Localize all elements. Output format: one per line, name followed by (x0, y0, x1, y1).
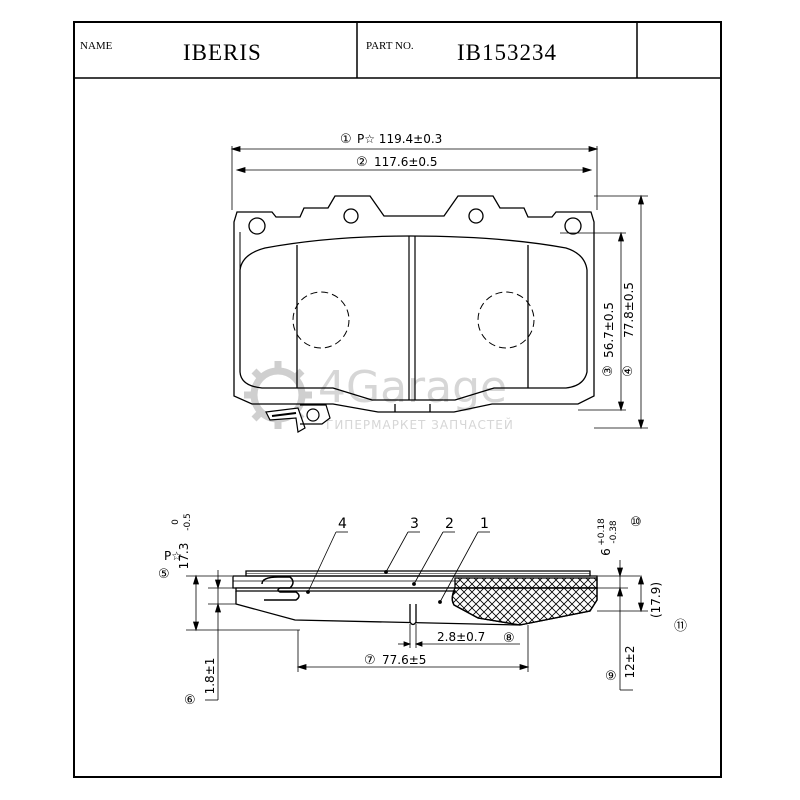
part-value: IB153234 (457, 40, 557, 65)
watermark: 4Garage ГИПЕРМАРКЕТ ЗАПЧАСТЕЙ (244, 361, 514, 432)
callout-2: 2 (445, 516, 454, 532)
ear-hole-right (564, 217, 582, 235)
name-label: NAME (80, 40, 113, 52)
lug-hole-left (343, 208, 359, 224)
dim-2-marker: ② (356, 155, 368, 170)
callout-1: 1 (480, 516, 489, 532)
friction-material-outline (239, 235, 588, 401)
section-dimension-lines (186, 560, 648, 701)
backing-plate-outline (233, 195, 595, 413)
dim-9-marker: ⑨ (605, 669, 617, 684)
dim-6-marker: ⑥ (184, 693, 196, 708)
section-clip (261, 576, 300, 601)
watermark-brand: 4Garage (318, 362, 507, 413)
dim-8-text: 2.8±0.7 (437, 630, 485, 644)
dim-5-tol-lower: -0.5 (183, 513, 193, 531)
dim-3-marker: ③ (601, 365, 616, 377)
drawing-frame (73, 21, 722, 778)
dim-5-tol-upper: 0 (171, 519, 181, 525)
section-hatch-underlayer (451, 587, 598, 626)
dim-11-marker: ⑪ (674, 619, 687, 634)
dim-8-marker: ⑧ (503, 631, 515, 646)
dim-7-marker: ⑦ (364, 653, 376, 668)
callout-3: 3 (410, 516, 419, 532)
dim-11-text: (17.9) (649, 582, 663, 618)
dim-5-prefix: P☆ (164, 549, 182, 563)
callout-leaders (306, 531, 490, 604)
callout-4: 4 (338, 516, 347, 532)
dim-3-text: 56.7±0.5 (602, 302, 616, 358)
dim-10-text: 6 (599, 548, 613, 556)
wear-indicator (265, 404, 331, 433)
pad-plan-view (233, 195, 595, 413)
pad-section-view (232, 570, 598, 626)
dim-5-text: 17.3 (177, 543, 191, 570)
dim-1-marker: ① (340, 132, 352, 147)
dim-10-tol-lower: -0.38 (609, 520, 619, 544)
dim-6-text: 1.8±1 (203, 658, 217, 695)
dim-1-text: P☆ 119.4±0.3 (357, 132, 442, 146)
dim-7-text: 77.6±5 (382, 653, 426, 667)
lug-hole-right (468, 208, 484, 224)
name-value: IBERIS (183, 40, 262, 65)
dim-4-marker: ④ (621, 365, 636, 377)
dim-5-marker: ⑤ (158, 567, 170, 582)
watermark-tagline: ГИПЕРМАРКЕТ ЗАПЧАСТЕЙ (326, 417, 514, 432)
dim-2-text: 117.6±0.5 (374, 155, 438, 169)
top-dimension-lines (230, 145, 648, 430)
dim-4-text: 77.8±0.5 (622, 282, 636, 338)
ear-hole-left (248, 217, 266, 235)
dim-9-text: 12±2 (623, 646, 637, 679)
dim-10-tol-upper: +0.18 (597, 518, 607, 546)
part-label: PART NO. (366, 40, 414, 52)
dim-10-marker: ⑩ (630, 515, 642, 530)
